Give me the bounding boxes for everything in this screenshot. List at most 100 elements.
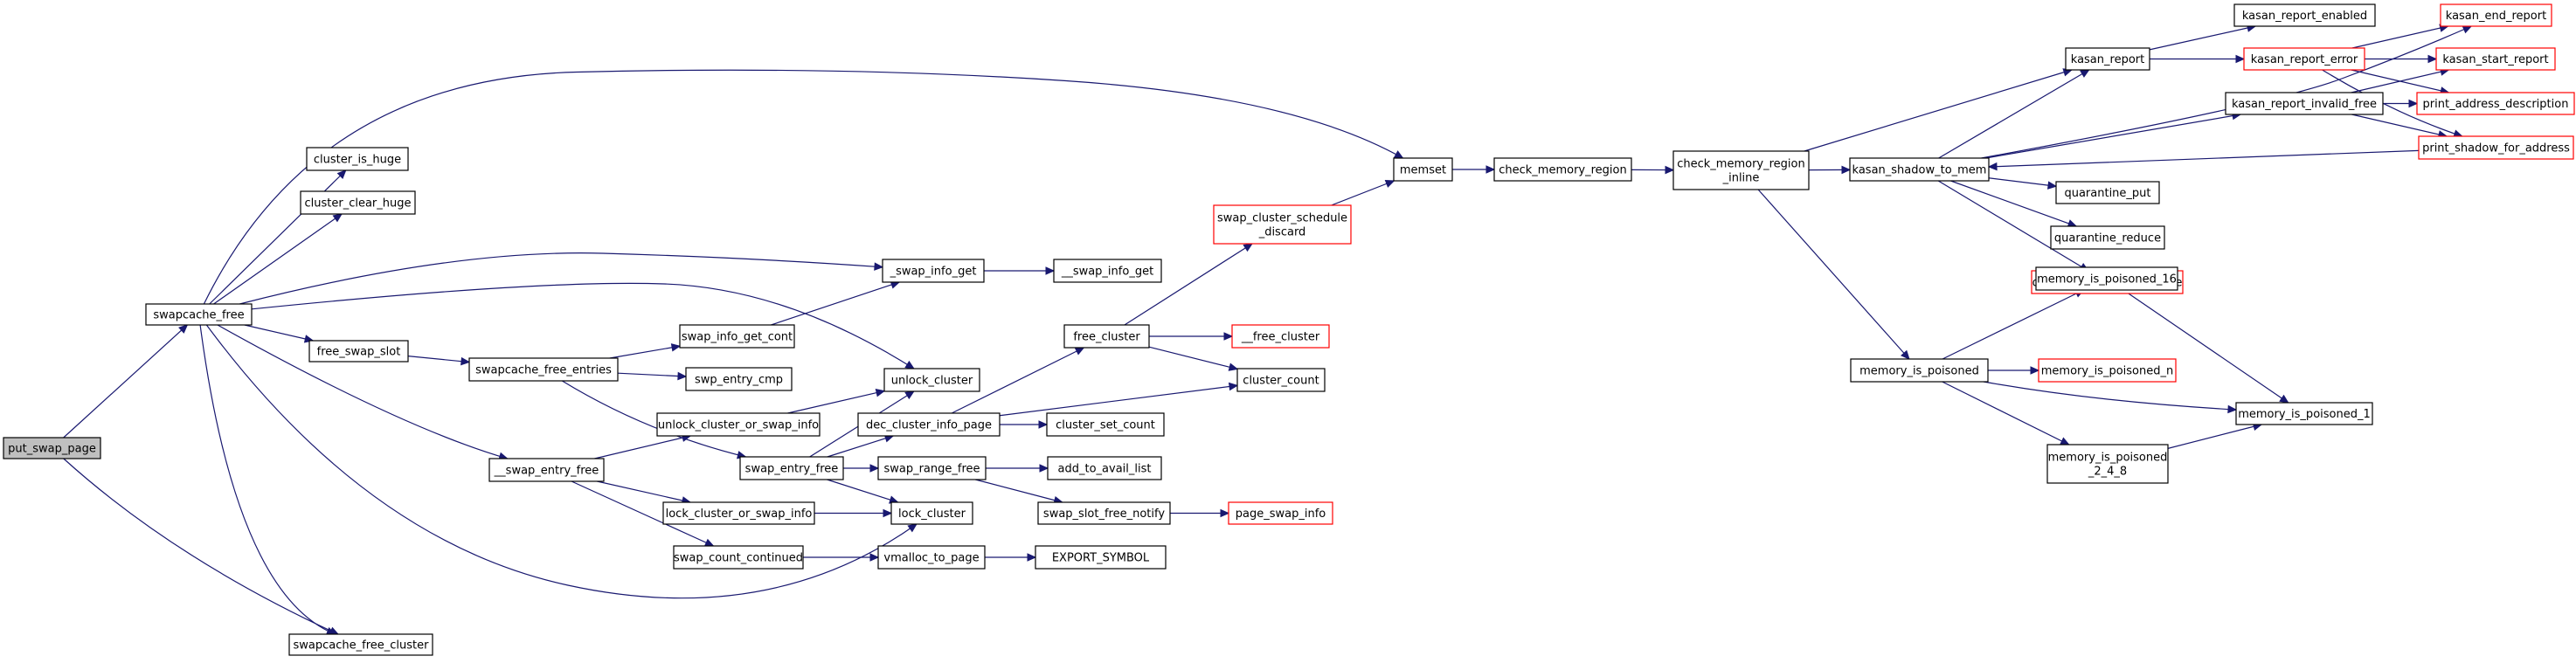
node-memory-is-poisoned-n[interactable]: memory_is_poisoned_n <box>2038 358 2177 383</box>
node-check-memory-region-inline[interactable]: check_memory_region_inline <box>1672 150 1810 190</box>
node-free-cluster[interactable]: free_cluster <box>1063 324 1150 349</box>
node-swap-count-continued[interactable]: swap_count_continued <box>673 545 804 570</box>
node-label: check_memory_region <box>1677 158 1805 171</box>
node-label: print_address_description <box>2423 98 2569 111</box>
node-kasan-report-error[interactable]: kasan_report_error <box>2243 47 2365 71</box>
edge-print-shadow-for-address-to-kasan-shadow-to-mem <box>1987 149 2420 171</box>
node-label: dec_cluster_info_page <box>866 419 992 432</box>
node-box <box>1850 358 1989 383</box>
node-box <box>308 340 409 363</box>
node-memset[interactable]: memset <box>1393 157 1453 182</box>
node-label: free_swap_slot <box>317 346 401 359</box>
node-swap-info-get[interactable]: _swap_info_get <box>882 259 985 283</box>
node-quarantine-put[interactable]: quarantine_put <box>2055 181 2160 204</box>
node-box <box>488 458 605 482</box>
node-lock-cluster[interactable]: lock_cluster <box>890 501 973 525</box>
edge-lock-cluster-or-swap-info-to-lock-cluster <box>814 508 893 518</box>
edge-memset-to-check-memory-region <box>1452 165 1496 174</box>
node-swap-info-get[interactable]: __swap_info_get <box>1053 259 1162 283</box>
node-swapcache-free[interactable]: swapcache_free <box>145 303 253 326</box>
node-label: _2_4_8 <box>2088 466 2127 479</box>
node-swap-entry-free[interactable]: swap_entry_free <box>739 456 844 480</box>
node-box <box>1849 157 1990 182</box>
arrowhead <box>2462 25 2473 34</box>
node-free-cluster[interactable]: __free_cluster <box>1231 324 1330 349</box>
node-kasan-start-report[interactable]: kasan_start_report <box>2435 47 2556 71</box>
node-check-memory-region[interactable]: check_memory_region <box>1493 157 1632 182</box>
node-swap-cluster-schedule-discard[interactable]: swap_cluster_schedule_discard <box>1213 204 1352 245</box>
node-kasan-report-invalid-free[interactable]: kasan_report_invalid_free <box>2225 92 2384 115</box>
edge-vmalloc-to-page-to-EXPORT-SYMBOL <box>985 553 1037 562</box>
node-swp-entry-cmp[interactable]: swp_entry_cmp <box>685 367 793 391</box>
edge-swap-entry-free-to-unlock-cluster-or-swap-info <box>594 433 692 459</box>
node-kasan-report[interactable]: kasan_report <box>2065 47 2150 71</box>
node-label: kasan_report_invalid_free <box>2232 98 2377 111</box>
node-label: kasan_report_enabled <box>2242 10 2367 23</box>
node-label: swap_count_continued <box>674 552 803 565</box>
arrowhead <box>2080 69 2090 78</box>
node-label: swapcache_free_entries <box>475 364 612 377</box>
node-put-swap-page[interactable]: put_swap_page <box>3 437 101 459</box>
node-label: lock_cluster <box>898 508 966 521</box>
node-memory-is-poisoned-2-4-8[interactable]: memory_is_poisoned_2_4_8 <box>2046 444 2169 484</box>
edge-swap-entry-free-to-lock-cluster <box>827 479 899 504</box>
edge-dec-cluster-info-page-to-cluster-set-count <box>1000 420 1049 429</box>
node-label: free_cluster <box>1073 331 1140 344</box>
node-kasan-report-enabled[interactable]: kasan_report_enabled <box>2233 3 2376 27</box>
node-swapcache-free-entries[interactable]: swapcache_free_entries <box>468 357 619 382</box>
node-free-swap-slot[interactable]: free_swap_slot <box>308 340 409 363</box>
node-cluster-count[interactable]: cluster_count <box>1236 368 1326 392</box>
node-box <box>1393 157 1453 182</box>
edge-kasan-report-invalid-free-to-print-address-description <box>2383 99 2419 108</box>
node-label: quarantine_put <box>2064 187 2150 200</box>
node-label: swap_range_free <box>883 463 980 476</box>
node-box <box>2416 92 2575 115</box>
node-label: memset <box>1400 164 1446 177</box>
node-box <box>673 545 804 570</box>
node-label: memory_is_poisoned_n <box>2041 365 2173 378</box>
node-EXPORT-SYMBOL[interactable]: EXPORT_SYMBOL <box>1035 545 1167 570</box>
node-label: print_shadow_for_address <box>2422 142 2570 155</box>
node-kasan-end-report[interactable]: kasan_end_report <box>2440 3 2552 27</box>
node-swap-entry-free[interactable]: __swap_entry_free <box>488 458 605 482</box>
node-unlock-cluster-or-swap-info[interactable]: unlock_cluster_or_swap_info <box>656 412 821 437</box>
node-memory-is-poisoned[interactable]: memory_is_poisoned <box>1850 358 1989 383</box>
node-swapcache-free-cluster[interactable]: swapcache_free_cluster <box>288 633 433 656</box>
node-kasan-shadow-to-mem[interactable]: kasan_shadow_to_mem <box>1849 157 1990 182</box>
node-unlock-cluster[interactable]: unlock_cluster <box>883 368 980 392</box>
node-add-to-avail-list[interactable]: add_to_avail_list <box>1047 456 1162 480</box>
arrowhead <box>2235 54 2246 64</box>
edge-swapcache-free-to-free-swap-slot <box>244 324 315 343</box>
node-box <box>2435 47 2556 71</box>
node-swap-range-free[interactable]: swap_range_free <box>877 456 987 480</box>
arrowhead <box>2227 404 2238 414</box>
node-vmalloc-to-page[interactable]: vmalloc_to_page <box>877 545 986 570</box>
node-dec-cluster-info-page[interactable]: dec_cluster_info_page <box>857 412 1001 437</box>
edge-kasan-report-error-to-kasan-end-report <box>2351 24 2449 49</box>
edge-check-memory-region-inline-to-kasan-report <box>1804 68 2074 152</box>
arrowhead <box>1901 349 1910 360</box>
node-print-shadow-for-address[interactable]: print_shadow_for_address <box>2418 135 2574 160</box>
node-box <box>2225 92 2384 115</box>
node-memory-is-poisoned-16[interactable]: memory_is_poisoned_16 <box>2035 266 2178 291</box>
node-quarantine-reduce[interactable]: quarantine_reduce <box>2050 225 2165 250</box>
node-memory-is-poisoned-1[interactable]: memory_is_poisoned_1 <box>2235 402 2373 425</box>
edge-check-memory-region-to-check-memory-region-inline <box>1631 165 1675 175</box>
node-print-address-description[interactable]: print_address_description <box>2416 92 2575 115</box>
node-swap-info-get-cont[interactable]: swap_info_get_cont <box>679 324 795 349</box>
node-label: _discard <box>1258 226 1306 239</box>
node-page-swap-info[interactable]: page_swap_info <box>1228 501 1333 525</box>
node-box <box>2235 402 2373 425</box>
arrowhead <box>1665 165 1675 175</box>
node-cluster-is-huge[interactable]: cluster_is_huge <box>306 147 409 171</box>
arrowhead <box>1987 162 1998 171</box>
arrowhead <box>1027 553 1037 562</box>
node-label: swapcache_free_cluster <box>294 639 430 653</box>
arrowhead <box>2408 99 2419 108</box>
edge-swap-entry-free-to-lock-cluster-or-swap-info <box>597 480 692 505</box>
node-cluster-clear-huge[interactable]: cluster_clear_huge <box>300 190 416 215</box>
node-cluster-set-count[interactable]: cluster_set_count <box>1046 412 1165 437</box>
node-lock-cluster-or-swap-info[interactable]: lock_cluster_or_swap_info <box>662 501 815 525</box>
arrowhead <box>904 360 915 369</box>
node-swap-slot-free-notify[interactable]: swap_slot_free_notify <box>1037 501 1171 525</box>
